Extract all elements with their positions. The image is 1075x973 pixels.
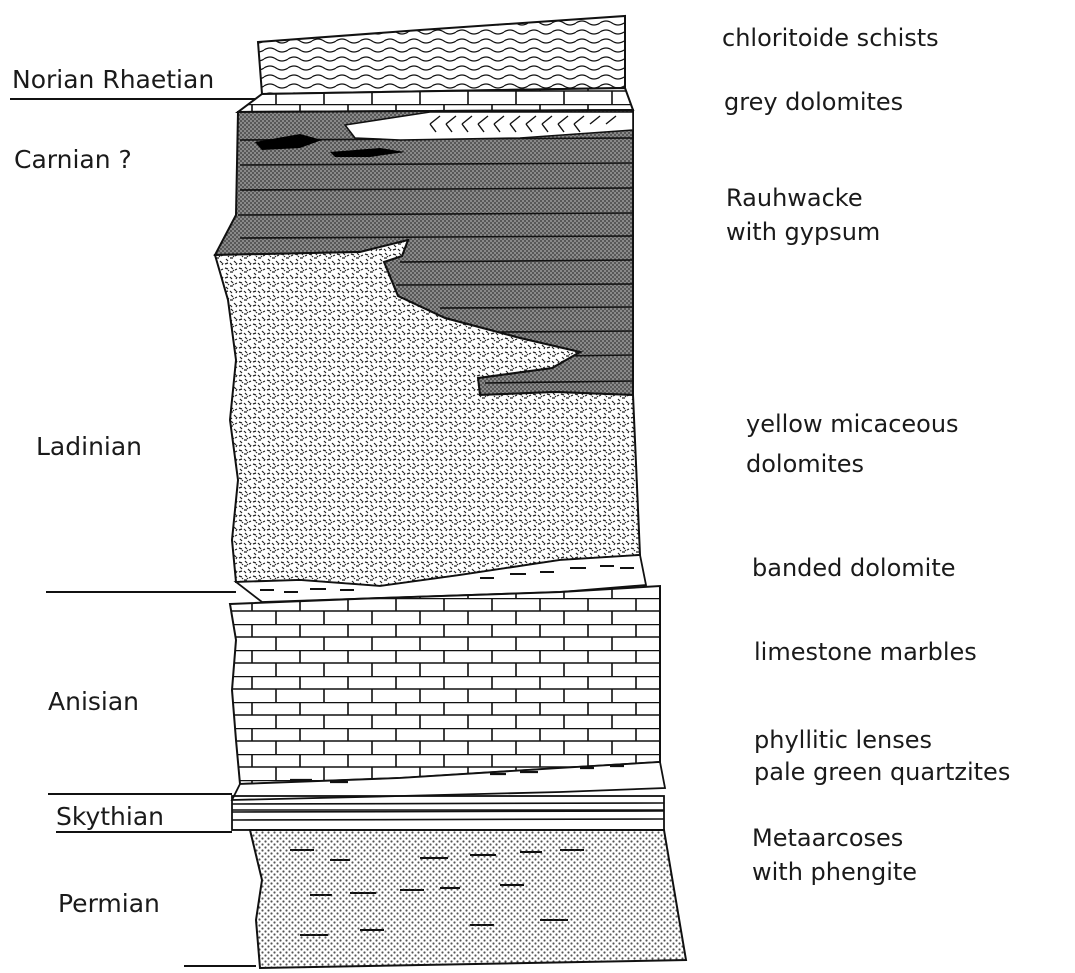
lithology-label-pale-green-quartzites: pale green quartzites (754, 758, 1010, 786)
layer-skythian-quartzites (232, 796, 664, 830)
lithology-label-limestone-marbles: limestone marbles (754, 638, 977, 666)
stage-label-permian: Permian (58, 889, 160, 918)
lithology-label-yellow-micaceous-line2: dolomites (746, 450, 864, 478)
stage-boundaries (10, 99, 256, 966)
rock-column (215, 16, 686, 968)
layer-limestone-marbles (230, 586, 660, 784)
stage-label-ladinian: Ladinian (36, 432, 142, 461)
lithology-label-metaarcoses: Metaarcoses (752, 824, 903, 852)
stage-label-carnian: Carnian ? (14, 145, 132, 174)
lithology-labels: chloritoide schists grey dolomites Rauhw… (722, 24, 1010, 886)
lithology-label-metaarcoses-line2: with phengite (752, 858, 917, 886)
layer-metaarcoses (250, 830, 686, 968)
stage-labels: Norian Rhaetian Carnian ? Ladinian Anisi… (12, 65, 214, 918)
lithology-label-yellow-micaceous: yellow micaceous (746, 410, 959, 438)
lithology-label-grey-dolomites: grey dolomites (724, 88, 903, 116)
layer-chloritoide-schists (258, 16, 625, 94)
stage-label-skythian: Skythian (56, 802, 164, 831)
stage-label-anisian: Anisian (48, 687, 139, 716)
lithology-label-chloritoide-schists: chloritoide schists (722, 24, 939, 52)
lithology-label-rauhwacke-line2: with gypsum (726, 218, 880, 246)
stage-label-norian-rhaetian: Norian Rhaetian (12, 65, 214, 94)
lithology-label-banded-dolomite: banded dolomite (752, 554, 956, 582)
lithology-label-phyllitic-lenses: phyllitic lenses (754, 726, 932, 754)
lithology-label-rauhwacke: Rauhwacke (726, 184, 863, 212)
